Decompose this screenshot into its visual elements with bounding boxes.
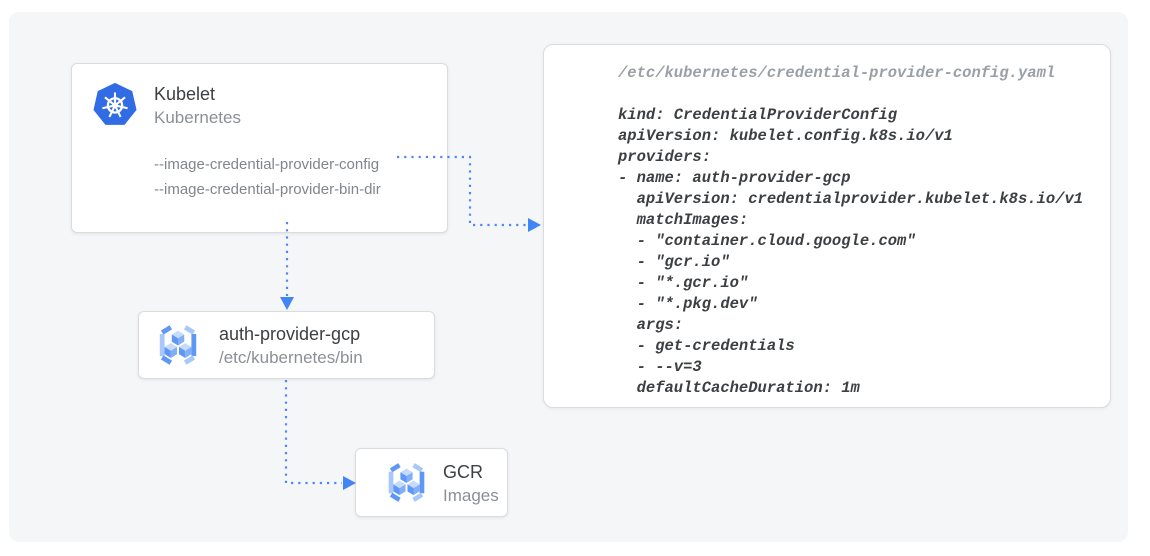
gcr-card: GCR Images (355, 448, 508, 517)
yaml-line: matchImages: (618, 211, 749, 229)
auth-provider-title: auth-provider-gcp (219, 324, 361, 344)
kubelet-flags: --image-credential-provider-config --ima… (154, 152, 427, 202)
kubelet-flag-config: --image-credential-provider-config (154, 156, 380, 173)
yaml-filename: /etc/kubernetes/credential-provider-conf… (618, 64, 1056, 82)
kubelet-card-header: Kubelet Kubernetes (92, 81, 427, 129)
auth-provider-card: auth-provider-gcp /etc/kubernetes/bin (138, 311, 435, 379)
kubelet-card: Kubelet Kubernetes --image-credential-pr… (71, 63, 448, 233)
gcr-icon (384, 460, 429, 505)
yaml-line: providers: (618, 148, 712, 166)
yaml-line: - get-credentials (618, 337, 795, 355)
kubernetes-icon (92, 81, 138, 127)
auth-provider-path: /etc/kubernetes/bin (219, 348, 363, 367)
yaml-line: defaultCacheDuration: 1m (618, 379, 860, 397)
yaml-line: - --v=3 (618, 358, 702, 376)
yaml-line: apiVersion: kubelet.config.k8s.io/v1 (618, 127, 953, 145)
gcr-icon (155, 322, 201, 368)
yaml-line: kind: CredentialProviderConfig (618, 106, 898, 124)
kubelet-title: Kubelet (154, 84, 216, 104)
yaml-config-panel: /etc/kubernetes/credential-provider-conf… (543, 44, 1111, 408)
yaml-line: - name: auth-provider-gcp (618, 169, 851, 187)
kubelet-subtitle: Kubernetes (154, 108, 241, 127)
yaml-line: apiVersion: credentialprovider.kubelet.k… (618, 190, 1084, 208)
yaml-line: - "gcr.io" (618, 253, 730, 271)
yaml-line: - "*.gcr.io" (618, 274, 749, 292)
gcr-title: GCR (443, 461, 483, 482)
yaml-line: - "container.cloud.google.com" (618, 232, 916, 250)
yaml-line: args: (618, 316, 684, 334)
yaml-line: - "*.pkg.dev" (618, 295, 758, 313)
kubelet-flag-bin-dir: --image-credential-provider-bin-dir (154, 181, 381, 198)
gcr-subtitle: Images (443, 485, 499, 505)
